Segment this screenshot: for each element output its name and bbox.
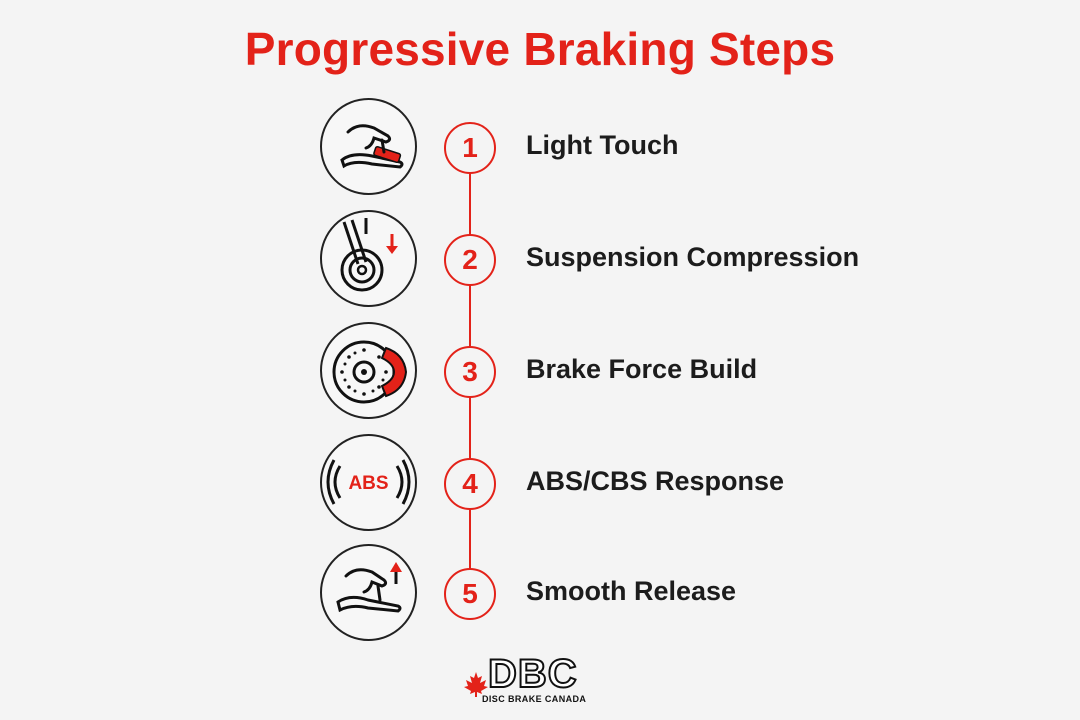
abs-warning-icon: ABS bbox=[320, 434, 417, 531]
step-5: 5 Smooth Release bbox=[0, 544, 1080, 644]
step-label: Suspension Compression bbox=[526, 242, 860, 272]
step-number-badge: 5 bbox=[444, 568, 496, 620]
suspension-compression-icon bbox=[320, 210, 417, 307]
step-1: 1 Light Touch bbox=[0, 98, 1080, 198]
logo-subtitle: DISC BRAKE CANADA bbox=[482, 694, 587, 704]
step-label: Light Touch bbox=[526, 130, 679, 160]
step-label: ABS/CBS Response bbox=[526, 466, 785, 496]
step-4: ABS 4 ABS/CBS Response bbox=[0, 434, 1080, 534]
step-number-badge: 1 bbox=[444, 122, 496, 174]
brake-lever-release-icon bbox=[320, 544, 417, 641]
logo-mark: DBC bbox=[487, 651, 578, 697]
step-label: Smooth Release bbox=[526, 576, 737, 606]
step-number-badge: 2 bbox=[444, 234, 496, 286]
brake-lever-light-touch-icon bbox=[320, 98, 417, 195]
step-label: Brake Force Build bbox=[526, 354, 758, 384]
step-number-badge: 3 bbox=[444, 346, 496, 398]
page-title: Progressive Braking Steps bbox=[244, 23, 836, 75]
abs-icon-text: ABS bbox=[348, 473, 388, 494]
step-3: 3 Brake Force Build bbox=[0, 322, 1080, 422]
dbc-logo: DBC DISC BRAKE CANADA bbox=[462, 651, 622, 706]
step-2: 2 Suspension Compression bbox=[0, 210, 1080, 310]
maple-leaf-icon bbox=[464, 672, 488, 697]
disc-brake-caliper-icon bbox=[320, 322, 417, 419]
step-number-badge: 4 bbox=[444, 458, 496, 510]
